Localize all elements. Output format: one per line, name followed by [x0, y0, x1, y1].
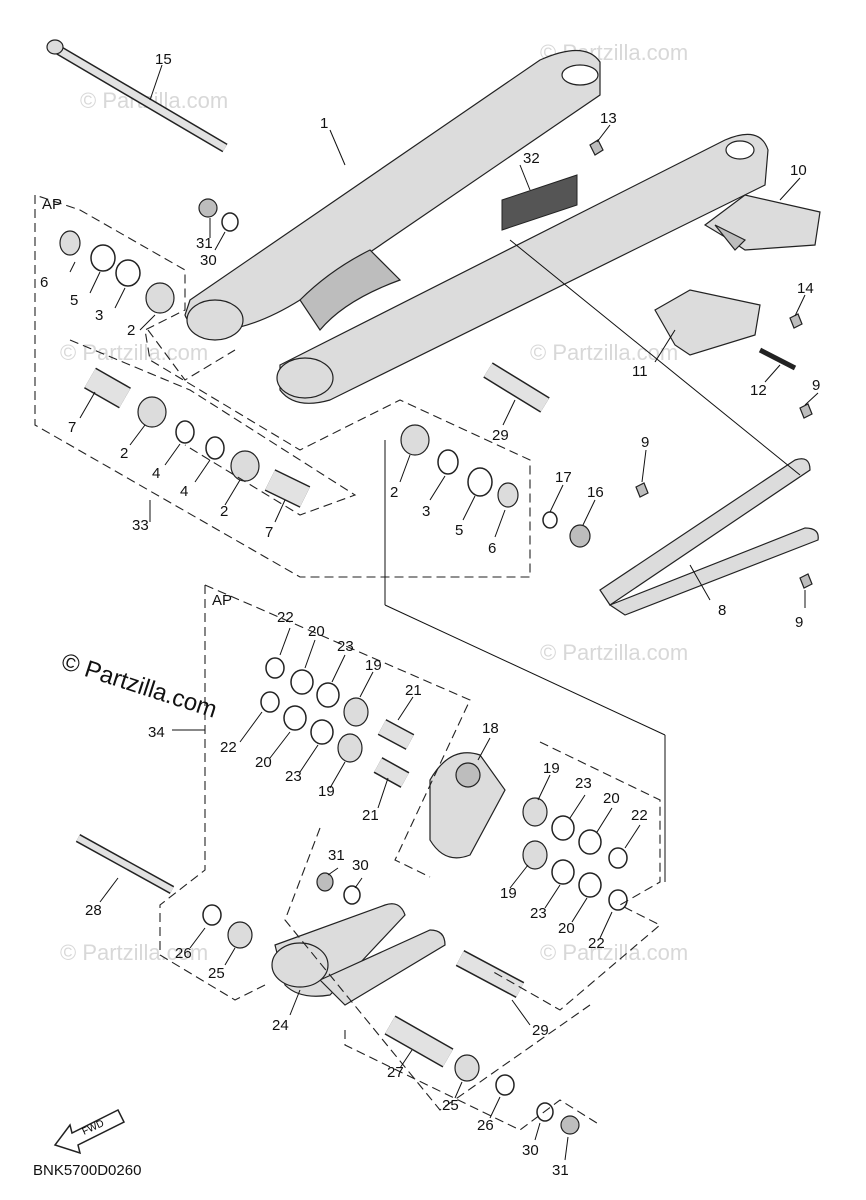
- ap-label: AP: [42, 196, 62, 213]
- callout-14: 14: [797, 280, 814, 297]
- callout-19: 19: [543, 760, 560, 777]
- chain-slider-8: [599, 458, 819, 616]
- callout-31: 31: [328, 847, 345, 864]
- callout-22: 22: [220, 739, 237, 756]
- callout-11: 11: [632, 363, 648, 380]
- callout-22: 22: [277, 609, 294, 626]
- callout-21: 21: [405, 682, 422, 699]
- callout-8: 8: [718, 602, 726, 619]
- callout-32: 32: [523, 150, 540, 167]
- callout-4: 4: [180, 483, 188, 500]
- dashed-groups: [34, 194, 661, 1131]
- callout-19: 19: [500, 885, 517, 902]
- callout-7: 7: [265, 524, 273, 541]
- callout-33: 33: [132, 517, 149, 534]
- callout-24: 24: [272, 1017, 289, 1034]
- callout-2: 2: [390, 484, 398, 501]
- callout-2: 2: [127, 322, 135, 339]
- callout-21: 21: [362, 807, 379, 824]
- callout-30: 30: [352, 857, 369, 874]
- callout-2: 2: [120, 445, 128, 462]
- callout-20: 20: [255, 754, 272, 771]
- callout-3: 3: [95, 307, 103, 324]
- watermarks: © Partzilla.com © Partzilla.com © Partzi…: [60, 40, 688, 965]
- chain-puller-11: [654, 289, 761, 356]
- callout-23: 23: [285, 768, 302, 785]
- callout-22: 22: [631, 807, 648, 824]
- bolt-28: [75, 834, 175, 894]
- connecting-rod-24: [271, 903, 446, 1006]
- watermark: © Partzilla.com: [530, 340, 678, 365]
- shaft-29-top: [483, 362, 550, 413]
- watermark: © Partzilla.com: [60, 940, 208, 965]
- callout-10: 10: [790, 162, 807, 179]
- callout-1: 1: [320, 115, 328, 132]
- callout-29: 29: [492, 427, 509, 444]
- callout-30: 30: [200, 252, 217, 269]
- callout-2: 2: [220, 503, 228, 520]
- callout-5: 5: [70, 292, 78, 309]
- callout-20: 20: [308, 623, 325, 640]
- callout-13: 13: [600, 110, 617, 127]
- callout-15: 15: [155, 51, 172, 68]
- callout-28: 28: [85, 902, 102, 919]
- callout-19: 19: [318, 783, 335, 800]
- decal-32: [501, 174, 578, 231]
- callout-22: 22: [588, 935, 605, 952]
- ap-label: AP: [212, 592, 232, 609]
- fwd-arrow-icon: FWD: [53, 1108, 126, 1155]
- callout-27: 27: [387, 1064, 404, 1081]
- partzilla-brand: © Partzilla.com: [58, 648, 220, 724]
- shaft-29-bottom: [455, 950, 525, 998]
- callout-12: 12: [750, 382, 767, 399]
- collar-27: [384, 1015, 454, 1068]
- callout-34: 34: [148, 724, 165, 741]
- diagram-code: BNK5700D0260: [33, 1162, 141, 1179]
- callout-9: 9: [812, 377, 820, 394]
- callout-6: 6: [488, 540, 496, 557]
- callout-29: 29: [532, 1022, 549, 1039]
- callout-26: 26: [175, 945, 192, 962]
- callout-30: 30: [522, 1142, 539, 1159]
- callout-23: 23: [337, 638, 354, 655]
- callout-7: 7: [68, 419, 76, 436]
- callout-16: 16: [587, 484, 604, 501]
- rear-axle-15: [46, 39, 228, 153]
- callout-25: 25: [442, 1097, 459, 1114]
- small-parts: [59, 139, 813, 1135]
- callout-20: 20: [603, 790, 620, 807]
- swingarm: [184, 49, 769, 404]
- callout-5: 5: [455, 522, 463, 539]
- callout-3: 3: [422, 503, 430, 520]
- callout-31: 31: [196, 235, 213, 252]
- callout-18: 18: [482, 720, 499, 737]
- chain-puller-10: [703, 194, 821, 251]
- callout-23: 23: [530, 905, 547, 922]
- watermark: © Partzilla.com: [540, 940, 688, 965]
- callout-6: 6: [40, 274, 48, 291]
- callout-4: 4: [152, 465, 160, 482]
- callout-labels: 1 2 2 2 2 3 3 4 4 5 5 6 6 7 7 8 9 9 9 10…: [40, 51, 820, 1179]
- callout-23: 23: [575, 775, 592, 792]
- leader-lines: [69, 64, 819, 1161]
- callout-17: 17: [555, 469, 572, 486]
- watermark: © Partzilla.com: [60, 340, 208, 365]
- callout-20: 20: [558, 920, 575, 937]
- relay-arm-18: [429, 752, 506, 859]
- callout-9: 9: [641, 434, 649, 451]
- callout-25: 25: [208, 965, 225, 982]
- callout-26: 26: [477, 1117, 494, 1134]
- callout-31: 31: [552, 1162, 569, 1179]
- callout-9: 9: [795, 614, 803, 631]
- watermark: © Partzilla.com: [540, 640, 688, 665]
- callout-19: 19: [365, 657, 382, 674]
